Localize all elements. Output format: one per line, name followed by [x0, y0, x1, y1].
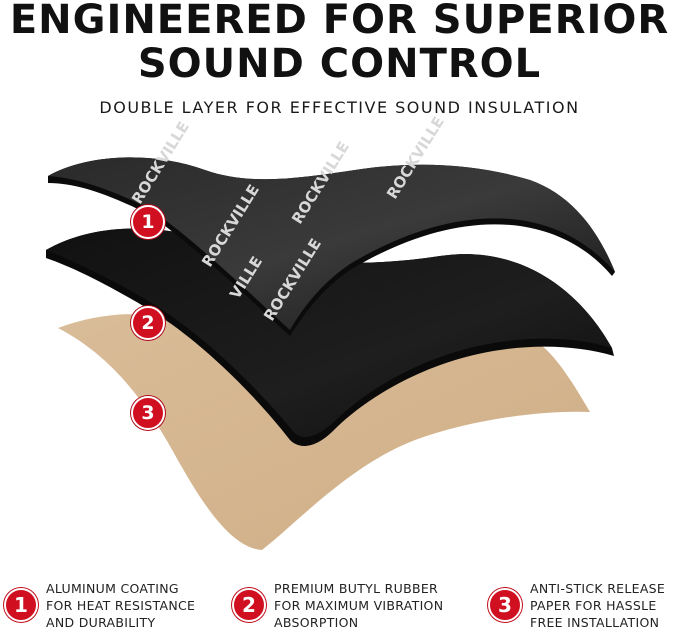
feature-line: PAPER FOR HASSLE — [530, 598, 657, 613]
feature-line: ABSORPTION — [274, 615, 359, 630]
feature-number-badge: 1 — [4, 588, 38, 622]
feature-description: ANTI-STICK RELEASE PAPER FOR HASSLE FREE… — [530, 580, 665, 631]
feature-line: AND DURABILITY — [46, 615, 156, 630]
aluminum-layer — [48, 157, 615, 330]
feature-line: FREE INSTALLATION — [530, 615, 660, 630]
title-line-1: ENGINEERED FOR SUPERIOR — [9, 0, 670, 43]
feature-description: ALUMINUM COATING FOR HEAT RESISTANCE AND… — [46, 580, 195, 631]
feature-line: FOR HEAT RESISTANCE — [46, 598, 196, 613]
feature-number-badge: 3 — [488, 588, 522, 622]
feature-aluminum-coating: 1 ALUMINUM COATING FOR HEAT RESISTANCE A… — [4, 580, 195, 631]
layer-marker-label: 2 — [141, 312, 155, 334]
feature-line: FOR MAXIMUM VIBRATION — [274, 598, 444, 613]
feature-butyl-rubber: 2 PREMIUM BUTYL RUBBER FOR MAXIMUM VIBRA… — [232, 580, 443, 631]
layer-marker-label: 1 — [141, 211, 155, 233]
feature-line: ALUMINUM COATING — [46, 581, 179, 596]
feature-line: PREMIUM BUTYL RUBBER — [274, 581, 439, 596]
layer-marker-1: 1 — [131, 205, 165, 239]
layer-marker-2: 2 — [131, 306, 165, 340]
title-line-2: SOUND CONTROL — [137, 41, 542, 87]
butyl-rubber-layer — [46, 228, 612, 438]
feature-line: ANTI-STICK RELEASE — [530, 581, 666, 596]
layer-marker-label: 3 — [141, 402, 155, 424]
feature-release-paper: 3 ANTI-STICK RELEASE PAPER FOR HASSLE FR… — [488, 580, 665, 631]
feature-description: PREMIUM BUTYL RUBBER FOR MAXIMUM VIBRATI… — [274, 580, 443, 631]
layer-marker-3: 3 — [131, 396, 165, 430]
subtitle: DOUBLE LAYER FOR EFFECTIVE SOUND INSULAT… — [99, 98, 580, 117]
feature-number-badge: 2 — [232, 588, 266, 622]
